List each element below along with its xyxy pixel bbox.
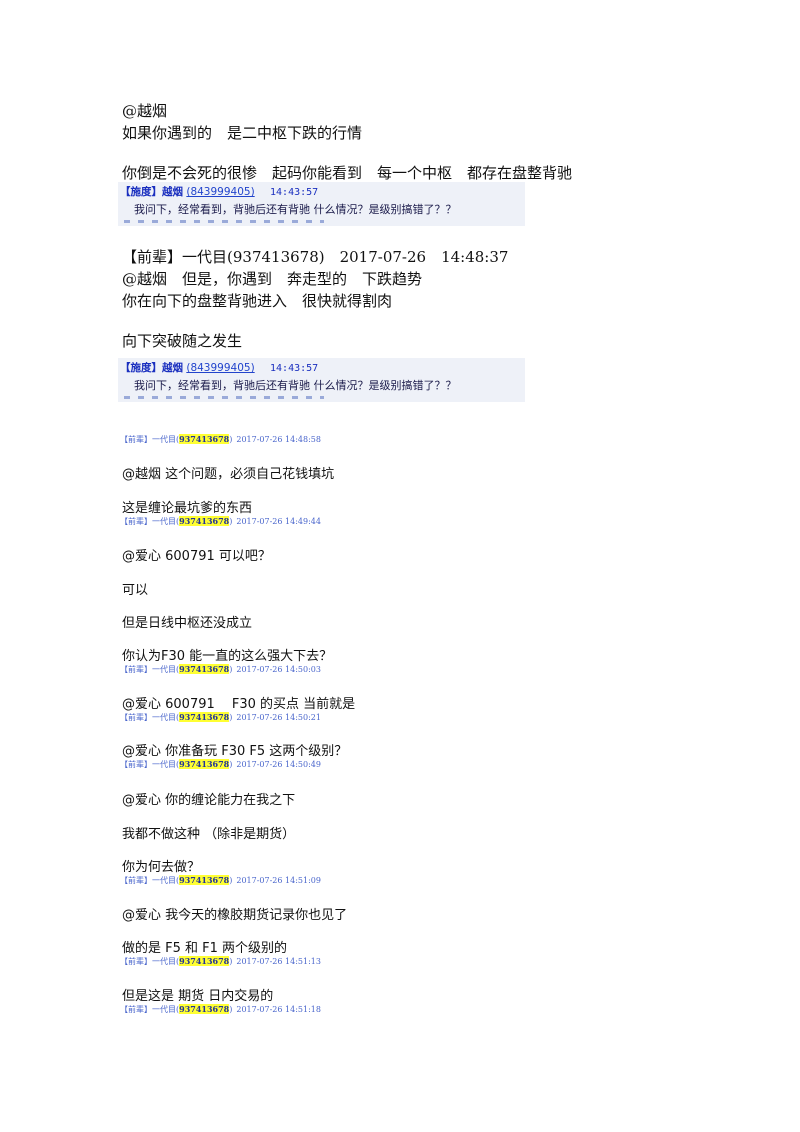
quote-header: 【施度】越烟 (843999405) 14:43:57 — [120, 360, 318, 375]
quote-body: 我问下，经常看到，背驰后还有背驰 什么情况？是级别搞错了？？ — [134, 379, 457, 392]
quote-header: 【施度】越烟 (843999405) 14:43:57 — [120, 184, 318, 199]
meta-prefix: 【前辈】一代目( — [120, 435, 180, 444]
cropped-text-remnant — [124, 396, 324, 399]
meta-suffix: ) — [229, 435, 233, 444]
meta-qq-highlight: 937413678 — [179, 712, 230, 722]
meta-qq-highlight: 937413678 — [179, 875, 230, 885]
message-text: @爱心 600791 可以吧？ — [122, 549, 271, 564]
meta-time: 2017-07-26 14:51:18 — [236, 1005, 321, 1014]
quote-body: 我问下，经常看到，背驰后还有背驰 什么情况？是级别搞错了？？ — [134, 203, 457, 216]
message-text: @爱心 我今天的橡胶期货记录你也见了 — [122, 908, 348, 923]
quote-name: 越烟 — [162, 186, 183, 198]
message-meta: 【前辈】一代目(937413678)2017-07-26 14:49:44 — [120, 516, 321, 527]
meta-qq-highlight: 937413678 — [179, 956, 230, 966]
quote-name: 越烟 — [162, 362, 183, 374]
text-line: 你倒是不会死的很惨 起码你能看到 每一个中枢 都存在盘整背驰 — [122, 164, 573, 182]
meta-time: 2017-07-26 14:48:58 — [236, 435, 321, 444]
text-line: 如果你遇到的 是二中枢下跌的行情 — [122, 124, 363, 142]
meta-suffix: ) — [229, 713, 233, 722]
quote-time: 14:43:57 — [270, 363, 319, 374]
meta-prefix: 【前辈】一代目( — [120, 713, 180, 722]
meta-qq-highlight: 937413678 — [179, 434, 230, 444]
message-text: @越烟 这个问题，必须自己花钱填坑 — [122, 467, 335, 482]
message-meta: 【前辈】一代目(937413678)2017-07-26 14:51:18 — [120, 1004, 321, 1015]
meta-suffix: ) — [229, 876, 233, 885]
meta-suffix: ) — [229, 517, 233, 526]
meta-time: 2017-07-26 14:49:44 — [236, 517, 321, 526]
meta-qq-highlight: 937413678 — [179, 664, 230, 674]
meta-qq-highlight: 937413678 — [179, 1004, 230, 1014]
meta-time: 2017-07-26 14:50:21 — [236, 713, 321, 722]
quoted-message-screenshot: 【施度】越烟 (843999405) 14:43:57 我问下，经常看到，背驰后… — [118, 358, 525, 402]
meta-time: 2017-07-26 14:50:49 — [236, 760, 321, 769]
quote-tag: 【施度】 — [120, 186, 162, 198]
meta-suffix: ) — [229, 665, 233, 674]
quote-tag: 【施度】 — [120, 362, 162, 374]
message-text: 这是缠论最坑爹的东西 — [122, 501, 253, 516]
message-text: 你认为F30 能一直的这么强大下去？ — [122, 649, 333, 664]
message-text: 做的是 F5 和 F1 两个级别的 — [122, 941, 288, 956]
meta-prefix: 【前辈】一代目( — [120, 517, 180, 526]
meta-prefix: 【前辈】一代目( — [120, 957, 180, 966]
meta-suffix: ) — [229, 760, 233, 769]
meta-suffix: ) — [229, 1005, 233, 1014]
message-meta: 【前辈】一代目(937413678)2017-07-26 14:50:49 — [120, 759, 321, 770]
message-text: @爱心 你的缠论能力在我之下 — [122, 793, 296, 808]
message-meta: 【前辈】一代目(937413678)2017-07-26 14:50:21 — [120, 712, 321, 723]
meta-prefix: 【前辈】一代目( — [120, 876, 180, 885]
message-text: 我都不做这种 （除非是期货） — [122, 827, 296, 842]
meta-qq-highlight: 937413678 — [179, 516, 230, 526]
message-header: 【前辈】一代目(937413678) 2017-07-26 14:48:37 — [122, 248, 509, 266]
mention-line: @越烟 — [122, 102, 168, 120]
message-text: 可以 — [122, 583, 149, 598]
message-text: 但是这是 期货 日内交易的 — [122, 989, 274, 1004]
quote-time: 14:43:57 — [270, 187, 319, 198]
message-meta: 【前辈】一代目(937413678)2017-07-26 14:48:58 — [120, 434, 321, 445]
cropped-text-remnant — [124, 220, 324, 223]
meta-prefix: 【前辈】一代目( — [120, 760, 180, 769]
meta-time: 2017-07-26 14:51:09 — [236, 876, 321, 885]
meta-prefix: 【前辈】一代目( — [120, 1005, 180, 1014]
quote-qq-link: (843999405) — [186, 186, 255, 198]
meta-time: 2017-07-26 14:51:13 — [236, 957, 321, 966]
text-line: 向下突破随之发生 — [122, 332, 243, 350]
message-meta: 【前辈】一代目(937413678)2017-07-26 14:51:09 — [120, 875, 321, 886]
meta-prefix: 【前辈】一代目( — [120, 665, 180, 674]
message-text: @爱心 600791 F30 的买点 当前就是 — [122, 697, 356, 712]
text-line: 你在向下的盘整背驰进入 很快就得割肉 — [122, 292, 393, 310]
meta-time: 2017-07-26 14:50:03 — [236, 665, 321, 674]
message-meta: 【前辈】一代目(937413678)2017-07-26 14:51:13 — [120, 956, 321, 967]
quote-qq-link: (843999405) — [186, 362, 255, 374]
message-text: 你为何去做？ — [122, 860, 201, 875]
meta-qq-highlight: 937413678 — [179, 759, 230, 769]
message-meta: 【前辈】一代目(937413678)2017-07-26 14:50:03 — [120, 664, 321, 675]
meta-suffix: ) — [229, 957, 233, 966]
message-text: @爱心 你准备玩 F30 F5 这两个级别？ — [122, 744, 348, 759]
message-text: 但是日线中枢还没成立 — [122, 616, 253, 631]
text-line: @越烟 但是，你遇到 奔走型的 下跌趋势 — [122, 270, 423, 288]
quoted-message-screenshot: 【施度】越烟 (843999405) 14:43:57 我问下，经常看到，背驰后… — [118, 182, 525, 226]
